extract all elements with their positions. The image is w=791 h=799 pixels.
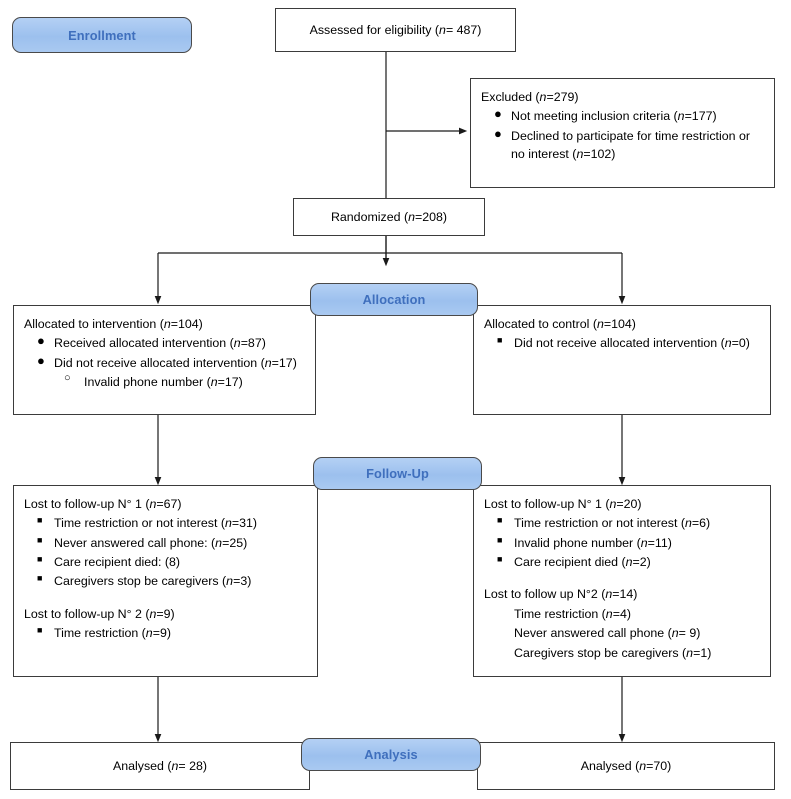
bullet-square-icon: ■: [37, 515, 43, 526]
bullet-disc-icon: ●: [37, 333, 45, 349]
list-item: ● Not meeting inclusion criteria (n=177): [494, 107, 764, 125]
list-item-label: Invalid phone number (n=11): [514, 535, 672, 550]
paragraph-spacer: [484, 572, 760, 585]
node-randomized-label: Randomized (n=208): [330, 209, 448, 224]
list-item: ■ Time restriction or not interest (n=6): [497, 514, 760, 532]
list-item: ■ Time restriction or not interest (n=31…: [37, 514, 307, 532]
node-lost-followup-control-heading-1: Lost to follow-up N° 1 (n=20): [484, 497, 642, 511]
list-item: ■ Never answered call phone (n= 9): [514, 624, 760, 642]
node-lost-followup-control-list-2: ■ Time restriction (n=4) ■ Never answere…: [484, 605, 760, 662]
node-lost-followup-control-heading-2: Lost to follow up N°2 (n=14): [484, 587, 638, 602]
node-lost-followup-control: Lost to follow-up N° 1 (n=20) ■ Time res…: [473, 485, 771, 677]
list-item: ■ Time restriction (n=9): [37, 624, 307, 642]
bullet-square-icon: ■: [37, 554, 43, 565]
node-assessed-label: Assessed for eligibility (n= 487): [309, 22, 482, 37]
list-item: ■ Caregivers stop be caregivers (n=1): [514, 644, 760, 662]
list-item-label: Declined to participate for time restric…: [511, 128, 750, 162]
node-analysed-control-label: Analysed (n=70): [580, 758, 672, 773]
node-allocated-control-heading: Allocated to control (n=104): [484, 317, 636, 331]
list-item: ■ Caregivers stop be caregivers (n=3): [37, 572, 307, 590]
list-item: ○ Invalid phone number (n=17): [64, 372, 305, 391]
node-allocated-intervention: Allocated to intervention (n=104) ● Rece…: [13, 305, 316, 415]
list-item: ● Received allocated intervention (n=87): [37, 334, 305, 352]
stage-banner-enrollment-label: Enrollment: [68, 27, 136, 43]
bullet-square-icon: ■: [37, 573, 43, 584]
node-analysed-intervention: Analysed (n= 28): [10, 742, 310, 790]
node-allocated-control: Allocated to control (n=104) ■ Did not r…: [473, 305, 771, 415]
node-lost-followup-intervention-heading-2: Lost to follow-up N° 2 (n=9): [24, 606, 175, 621]
stage-banner-enrollment: Enrollment: [12, 17, 192, 53]
node-allocated-intervention-sublist: ○ Invalid phone number (n=17): [24, 372, 305, 391]
list-item-label: Time restriction or not interest (n=31): [54, 516, 258, 531]
paragraph-spacer: [24, 592, 307, 605]
list-item: ● Did not receive allocated intervention…: [37, 354, 305, 372]
list-item: ■ Time restriction (n=4): [514, 605, 760, 623]
node-assessed-for-eligibility: Assessed for eligibility (n= 487): [275, 8, 516, 52]
list-item-label: Time restriction (n=4): [514, 606, 631, 621]
node-lost-followup-intervention: Lost to follow-up N° 1 (n=67) ■ Time res…: [13, 485, 318, 677]
bullet-square-icon: ■: [497, 534, 503, 545]
bullet-square-icon: ■: [497, 335, 503, 346]
node-lost-followup-intervention-list-1: ■ Time restriction or not interest (n=31…: [24, 514, 307, 590]
node-excluded-list: ● Not meeting inclusion criteria (n=177)…: [481, 107, 764, 163]
list-item-label: Received allocated intervention (n=87): [54, 336, 266, 351]
list-item-label: Invalid phone number (n=17): [84, 375, 243, 390]
bullet-square-icon: ■: [497, 554, 503, 565]
bullet-square-icon: ■: [37, 625, 43, 636]
node-lost-followup-intervention-heading-1: Lost to follow-up N° 1 (n=67): [24, 497, 182, 511]
stage-banner-followup: Follow-Up: [313, 457, 482, 490]
list-item-label: Care recipient died (n=2): [514, 555, 651, 570]
list-item: ■ Did not receive allocated intervention…: [497, 334, 760, 352]
node-lost-followup-intervention-list-2: ■ Time restriction (n=9): [24, 624, 307, 642]
stage-banner-allocation-label: Allocation: [362, 292, 426, 307]
stage-banner-analysis-label: Analysis: [364, 747, 418, 762]
node-lost-followup-control-list-1: ■ Time restriction or not interest (n=6)…: [484, 514, 760, 571]
list-item-label: Did not receive allocated intervention (…: [54, 355, 297, 370]
list-item-label: Caregivers stop be caregivers (n=1): [514, 645, 712, 660]
stage-banner-allocation: Allocation: [310, 283, 478, 316]
node-excluded-heading: Excluded (n=279): [481, 90, 579, 104]
node-randomized: Randomized (n=208): [293, 198, 485, 236]
list-item-label: Caregivers stop be caregivers (n=3): [54, 574, 252, 589]
bullet-disc-icon: ●: [37, 352, 45, 368]
list-item: ■ Care recipient died (n=2): [497, 553, 760, 571]
node-allocated-intervention-heading: Allocated to intervention (n=104): [24, 317, 203, 331]
list-item-label: Never answered call phone (n= 9): [514, 626, 701, 641]
list-item: ■ Care recipient died: (8): [37, 553, 307, 571]
list-item-label: Time restriction (n=9): [54, 626, 171, 641]
node-analysed-control: Analysed (n=70): [477, 742, 775, 790]
bullet-disc-icon: ●: [494, 125, 502, 141]
list-item: ■ Never answered call phone: (n=25): [37, 534, 307, 552]
bullet-square-icon: ■: [497, 515, 503, 526]
node-allocated-control-list: ■ Did not receive allocated intervention…: [484, 334, 760, 352]
bullet-square-icon: ■: [37, 534, 43, 545]
bullet-disc-icon: ●: [494, 106, 502, 122]
list-item-label: Not meeting inclusion criteria (n=177): [511, 109, 717, 124]
bullet-circle-icon: ○: [64, 372, 71, 385]
node-allocated-intervention-list: ● Received allocated intervention (n=87)…: [24, 334, 305, 372]
list-item-label: Did not receive allocated intervention (…: [514, 336, 750, 351]
list-item-label: Care recipient died: (8): [54, 555, 181, 570]
list-item: ■ Invalid phone number (n=11): [497, 534, 760, 552]
stage-banner-analysis: Analysis: [301, 738, 481, 771]
node-excluded: Excluded (n=279) ● Not meeting inclusion…: [470, 78, 775, 188]
list-item-label: Time restriction or not interest (n=6): [514, 516, 711, 531]
stage-banner-followup-label: Follow-Up: [366, 466, 429, 481]
list-item: ● Declined to participate for time restr…: [494, 127, 764, 164]
list-item-label: Never answered call phone: (n=25): [54, 535, 248, 550]
node-analysed-intervention-label: Analysed (n= 28): [112, 758, 208, 773]
